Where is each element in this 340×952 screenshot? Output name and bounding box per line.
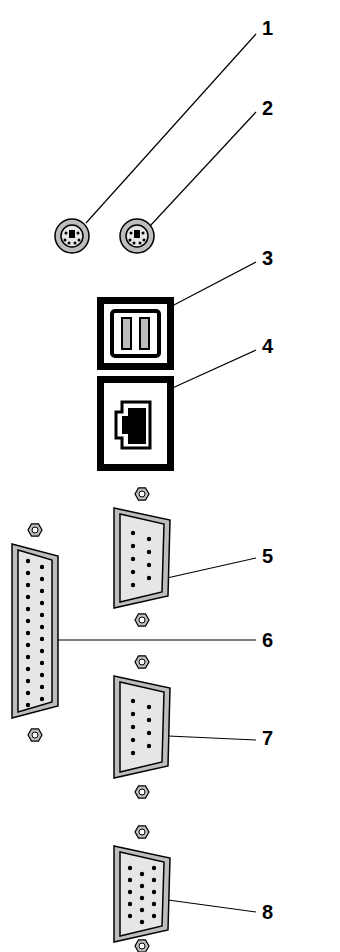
- connector-pin: [152, 878, 156, 882]
- connector-pin: [152, 902, 156, 906]
- connector-pin: [147, 705, 151, 709]
- connector-pin: [131, 712, 135, 716]
- connector-pin: [26, 691, 30, 695]
- leader-line: [168, 736, 256, 740]
- connector-pin: [147, 563, 151, 567]
- connector-pin: [140, 872, 144, 876]
- connector-pin: [131, 725, 135, 729]
- connector-pin: [140, 884, 144, 888]
- connector-pin: [40, 649, 44, 653]
- connector-pin: [26, 559, 30, 563]
- connector-pin: [26, 583, 30, 587]
- connector-pin: [147, 576, 151, 580]
- leader-line: [168, 900, 256, 912]
- connector-pin: [131, 583, 135, 587]
- connector-pin: [26, 631, 30, 635]
- jack-screw: [28, 729, 42, 741]
- jack-screw: [135, 614, 149, 626]
- leader-line: [167, 558, 256, 578]
- connector-pin: [128, 914, 132, 918]
- connector-pin: [152, 914, 156, 918]
- usb-connector: [97, 297, 174, 370]
- callout-number: 6: [262, 630, 273, 650]
- callout-number: 3: [262, 248, 273, 268]
- connector-pin: [131, 544, 135, 548]
- connector-pin: [40, 697, 44, 701]
- callout-number: 4: [262, 336, 273, 356]
- connector-pin: [40, 601, 44, 605]
- serial-connector: [114, 676, 170, 778]
- connector-pin: [128, 866, 132, 870]
- jack-screw: [135, 826, 149, 838]
- callout-number: 5: [262, 546, 273, 566]
- connector-pin: [26, 595, 30, 599]
- connector-pin: [147, 537, 151, 541]
- connector-pin: [40, 613, 44, 617]
- jack-screw: [135, 786, 149, 798]
- parallel-connector: [12, 544, 58, 718]
- connector-pin: [26, 679, 30, 683]
- serial-connector: [114, 508, 170, 608]
- connector-pin: [128, 902, 132, 906]
- callout-number: 2: [262, 98, 273, 118]
- connector-pin: [131, 699, 135, 703]
- connector-pin: [131, 570, 135, 574]
- network-connector: [97, 376, 174, 471]
- connector-pin: [40, 661, 44, 665]
- jack-screw: [28, 524, 42, 536]
- connector-pin: [26, 667, 30, 671]
- connector-pin: [140, 920, 144, 924]
- connector-pin: [128, 878, 132, 882]
- connector-pin: [40, 637, 44, 641]
- connector-pin: [128, 890, 132, 894]
- connector-pin: [152, 866, 156, 870]
- connector-pin: [26, 571, 30, 575]
- jack-screw: [135, 656, 149, 668]
- ps2-connector: [55, 219, 89, 253]
- connector-pin: [131, 557, 135, 561]
- connector-pin: [26, 655, 30, 659]
- video-connector: [114, 846, 170, 942]
- connector-pin: [26, 703, 30, 707]
- connector-pin: [131, 751, 135, 755]
- connector-pin: [26, 607, 30, 611]
- connector-pin: [152, 890, 156, 894]
- leader-line: [56, 639, 256, 640]
- connector-pin: [131, 738, 135, 742]
- leader-line: [86, 34, 256, 223]
- connector-pin: [40, 589, 44, 593]
- connector-pin: [147, 744, 151, 748]
- leader-line: [168, 350, 256, 390]
- jack-screw: [135, 488, 149, 500]
- callout-number: 1: [262, 18, 273, 38]
- leader-line: [172, 262, 256, 306]
- connector-pin: [40, 577, 44, 581]
- ps2-connector: [120, 219, 154, 253]
- connector-pin: [26, 619, 30, 623]
- connector-pin: [40, 673, 44, 677]
- connector-pin: [147, 731, 151, 735]
- callout-number: 8: [262, 902, 273, 922]
- connector-pin: [40, 625, 44, 629]
- connector-pin: [40, 685, 44, 689]
- jack-screw: [135, 940, 149, 952]
- leader-lines: [56, 34, 256, 912]
- leader-line: [150, 112, 256, 226]
- connector-pin: [131, 531, 135, 535]
- callout-number: 7: [262, 728, 273, 748]
- connector-pin: [140, 908, 144, 912]
- connector-pin: [140, 896, 144, 900]
- connector-pin: [147, 550, 151, 554]
- connector-pin: [40, 565, 44, 569]
- connector-pin: [26, 643, 30, 647]
- connector-pin: [147, 718, 151, 722]
